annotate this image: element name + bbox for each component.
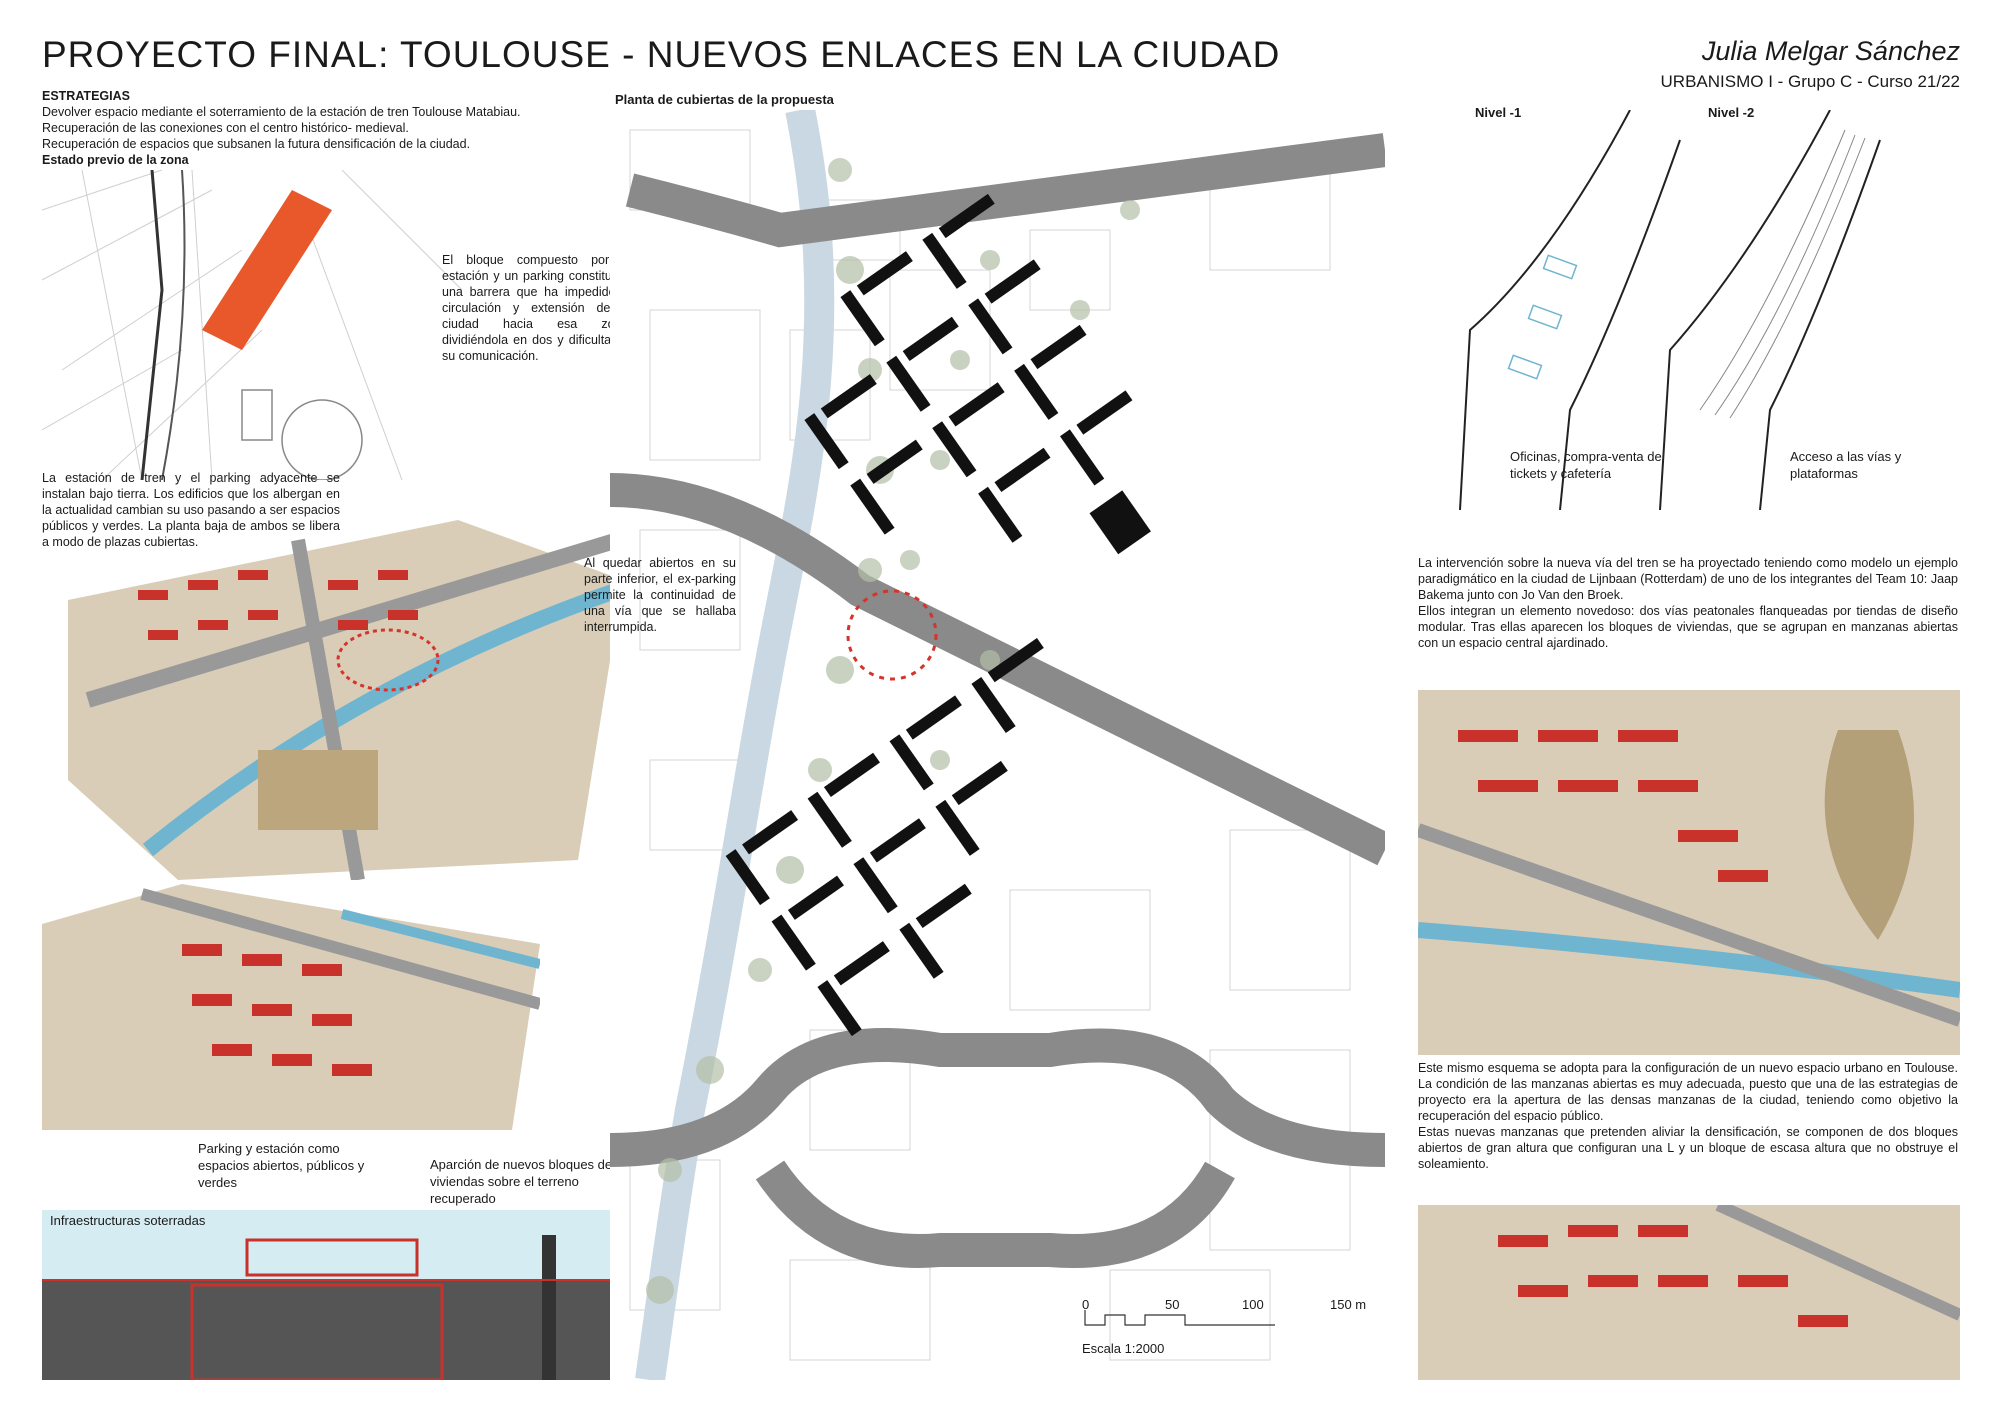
model-photo-4 xyxy=(1418,1205,1960,1380)
section-label-housing: Aparción de nuevos bloques de viviendas … xyxy=(430,1157,613,1206)
plan-title: Planta de cubiertas de la propuesta xyxy=(615,92,834,107)
loop-road-top xyxy=(610,1028,1385,1167)
scale-tick-0: 0 xyxy=(1082,1297,1090,1312)
right-text-2: Ellos integran un elemento novedoso: dos… xyxy=(1418,604,1958,650)
parking-text: Al quedar abiertos en su parte inferior,… xyxy=(584,556,736,634)
section-label-parking: Parking y estación como espacios abierto… xyxy=(198,1141,365,1190)
previous-state-map xyxy=(42,170,462,480)
previous-heading: Estado previo de la zona xyxy=(42,153,189,167)
right-text-4: Estas nuevas manzanas que pretenden aliv… xyxy=(1418,1125,1958,1171)
strategy-item: Devolver espacio mediante el soterramien… xyxy=(42,105,521,119)
scale-tick-50: 50 xyxy=(1165,1297,1180,1312)
river xyxy=(635,110,835,1380)
parking-box xyxy=(245,1238,419,1277)
roof-plan xyxy=(610,110,1385,1380)
scale-bar xyxy=(1084,1310,1275,1326)
infrastructure-box xyxy=(190,1283,444,1380)
new-housing-blocks xyxy=(725,193,1151,1037)
previous-state-map-svg xyxy=(42,170,462,480)
north-road xyxy=(625,133,1385,248)
section-label-infra: Infraestructuras soterradas xyxy=(50,1213,206,1228)
level-2-label: Nivel -2 xyxy=(1708,105,1755,120)
strategies-heading: ESTRATEGIAS xyxy=(42,89,130,103)
level-1-label: Nivel -1 xyxy=(1475,105,1522,120)
highlight-circle xyxy=(336,628,440,692)
level-2-caption: Acceso a las vías y plataformas xyxy=(1790,449,1902,481)
tower-block xyxy=(542,1235,556,1380)
author-name: Julia Melgar Sánchez xyxy=(1701,36,1960,66)
right-text-1: La intervención sobre la nueva vía del t… xyxy=(1418,556,1958,602)
levels-drawing xyxy=(1450,109,1890,511)
model-photo-3 xyxy=(1418,690,1960,1055)
course-info: URBANISMO I - Grupo C - Curso 21/22 xyxy=(1660,72,1960,91)
barrier-text: El bloque compuesto por la estación y un… xyxy=(442,253,632,363)
underground-text: La estación de tren y el parking adyacen… xyxy=(42,471,340,549)
loop-road-bottom xyxy=(755,1160,1235,1268)
right-text-3: Este mismo esquema se adopta para la con… xyxy=(1418,1061,1958,1123)
strategy-item: Recuperación de espacios que subsanen la… xyxy=(42,137,471,151)
model-photo-2 xyxy=(42,884,540,1130)
strategies-block: ESTRATEGIAS Devolver espacio mediante el… xyxy=(42,88,582,168)
scale-tick-150: 150 m xyxy=(1330,1297,1367,1312)
scale-label: Escala 1:2000 xyxy=(1082,1341,1165,1356)
scale-tick-100: 100 xyxy=(1242,1297,1264,1312)
section-drawing xyxy=(42,1150,632,1380)
central-road xyxy=(610,473,1385,866)
tree-canopy xyxy=(646,158,1140,1304)
connection-highlight xyxy=(846,589,938,681)
station-block xyxy=(202,190,332,350)
strategy-item: Recuperación de las conexiones con el ce… xyxy=(42,121,409,135)
level-1-caption: Oficinas, compra-venta de tickets y cafe… xyxy=(1510,449,1662,481)
model-photo-1 xyxy=(58,520,623,880)
page-title: PROYECTO FINAL: TOULOUSE - NUEVOS ENLACE… xyxy=(42,34,1281,75)
